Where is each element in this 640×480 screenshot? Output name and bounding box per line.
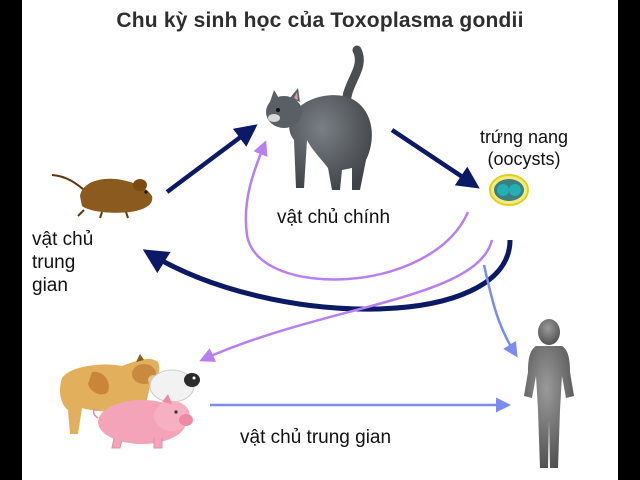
arrow-oocyst-to-cat	[244, 140, 470, 281]
intermediate-host-left-label: vật chủ trung gian	[32, 228, 132, 297]
arrow-mouse-to-cat	[165, 124, 258, 194]
intermediate-left-line1: vật chủ	[32, 229, 94, 250]
oocyst-label-line1: trứng nang	[479, 127, 569, 147]
oocyst-icon	[489, 174, 529, 206]
arrow-oocyst-to-mouse	[142, 239, 513, 312]
intermediate-left-line3: gian	[32, 275, 68, 296]
arrow-cat-to-oocyst	[390, 128, 480, 189]
diagram-graphics	[51, 45, 574, 468]
main-host-label: vật chủ chính	[277, 207, 391, 228]
arrow-oocyst-to-human	[482, 264, 518, 358]
human-icon	[524, 319, 574, 468]
oocyst-label-line2: (oocysts)	[487, 149, 561, 169]
cat-icon	[266, 45, 372, 190]
oocyst-label: trứng nang (oocysts)	[464, 126, 584, 170]
arrow-oocyst-to-livestock	[199, 239, 494, 362]
diagram-title: Chu kỳ sinh học của Toxoplasma gondii	[116, 9, 524, 32]
sheep-icon	[149, 369, 200, 403]
diagram-canvas: Chu kỳ sinh học của Toxoplasma gondii	[22, 0, 618, 480]
pig-icon	[92, 394, 193, 449]
mouse-icon	[51, 174, 153, 219]
intermediate-left-line2: trung	[32, 252, 76, 273]
intermediate-host-bottom-label: vật chủ trung gian	[240, 427, 392, 448]
